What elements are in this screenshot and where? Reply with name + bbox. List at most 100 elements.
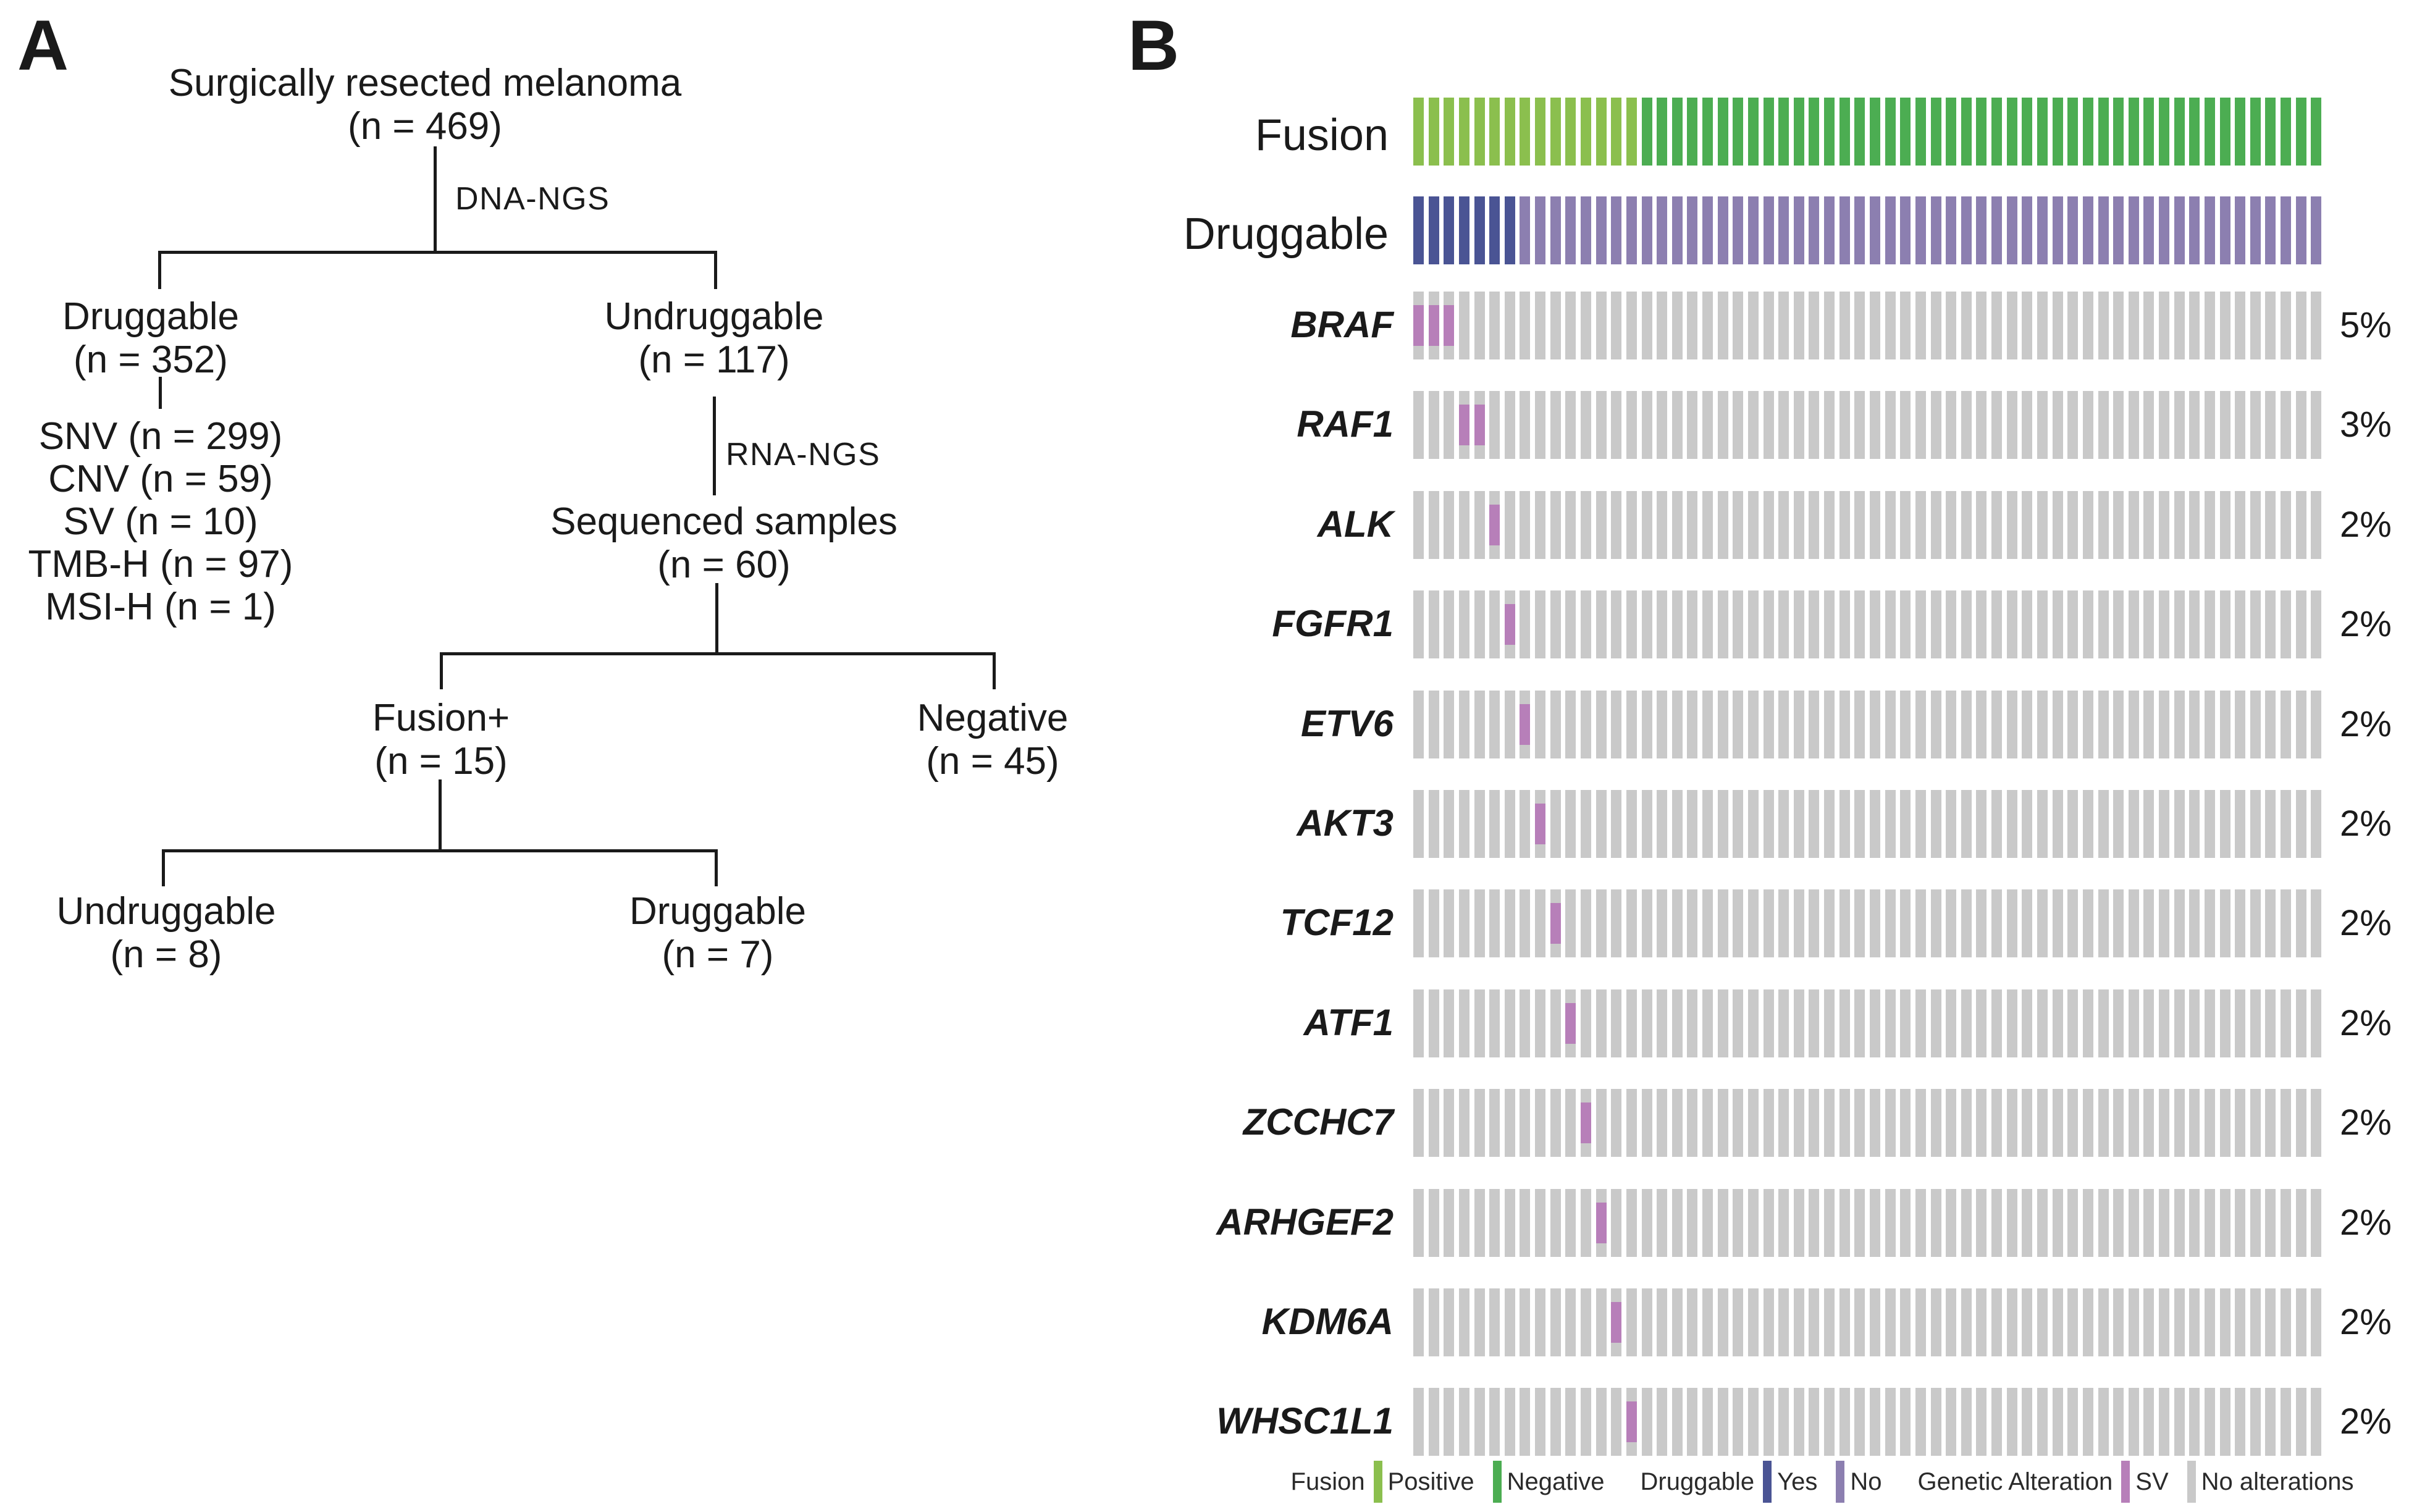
track-cell-no bbox=[1961, 196, 1972, 264]
oncoprint-cell-empty bbox=[2113, 690, 2124, 758]
track-row-druggable bbox=[1413, 196, 2326, 264]
oncoprint-cell-empty bbox=[1626, 690, 1637, 758]
oncoprint-cell-empty bbox=[2311, 292, 2322, 359]
oncoprint-cell-empty bbox=[1930, 590, 1941, 659]
track-cell-no bbox=[2295, 196, 2306, 264]
oncoprint-cell-empty bbox=[2082, 1388, 2093, 1456]
oncoprint-cell-empty bbox=[1747, 1288, 1759, 1356]
track-cell-no bbox=[1854, 196, 1865, 264]
oncoprint-cell-empty bbox=[2098, 889, 2109, 958]
oncoprint-cell-empty bbox=[1824, 889, 1835, 958]
oncoprint-cell-empty bbox=[2189, 690, 2200, 758]
oncoprint-cell-empty bbox=[1930, 1288, 1941, 1356]
oncoprint-cell-empty bbox=[1702, 989, 1713, 1057]
oncoprint-cell-empty bbox=[1763, 889, 1774, 958]
track-cell-no bbox=[1657, 196, 1668, 264]
oncoprint-cell-empty bbox=[2082, 889, 2093, 958]
oncoprint-cell-empty bbox=[2235, 391, 2246, 460]
oncoprint-cell-empty bbox=[1961, 590, 1972, 659]
oncoprint-cell-empty bbox=[2204, 989, 2215, 1057]
oncoprint-cell-empty bbox=[1444, 690, 1455, 758]
oncoprint-cell-empty bbox=[2219, 490, 2230, 559]
oncoprint-cell-empty bbox=[1702, 1089, 1713, 1157]
oncoprint-cell-empty bbox=[2311, 391, 2322, 460]
oncoprint-cell-empty bbox=[2219, 1388, 2230, 1456]
oncoprint-cell-empty bbox=[1641, 490, 1652, 559]
oncoprint-cell-empty bbox=[1458, 490, 1469, 559]
track-cell-negative bbox=[1900, 98, 1911, 166]
oncoprint-cell-empty bbox=[1976, 391, 1987, 460]
track-cell-negative bbox=[1885, 98, 1896, 166]
oncoprint-cell-empty bbox=[2098, 790, 2109, 858]
gene-label-TCF12: TCF12 bbox=[1280, 902, 1394, 944]
oncoprint-cell-empty bbox=[1626, 1089, 1637, 1157]
track-cell-no bbox=[1930, 196, 1941, 264]
oncoprint-cell-empty bbox=[1489, 690, 1500, 758]
oncoprint-cell-empty bbox=[1474, 989, 1485, 1057]
oncoprint-cell-empty bbox=[1535, 292, 1546, 359]
oncoprint-cell-empty bbox=[1763, 292, 1774, 359]
oncoprint-cell-empty bbox=[2250, 490, 2261, 559]
oncoprint-cell-empty bbox=[2022, 490, 2033, 559]
oncoprint-cell-empty bbox=[2311, 590, 2322, 659]
panel-b-letter: B bbox=[1128, 6, 1181, 85]
oncoprint-cell-empty bbox=[1474, 1388, 1485, 1456]
oncoprint-cell-empty bbox=[1793, 1188, 1804, 1257]
oncoprint-cell-empty bbox=[1702, 790, 1713, 858]
oncoprint-cell-empty bbox=[1702, 889, 1713, 958]
oncoprint-cell-empty bbox=[1991, 889, 2003, 958]
oncoprint-cell-empty bbox=[2143, 1388, 2155, 1456]
oncoprint-cell-empty bbox=[1504, 790, 1515, 858]
oncoprint-cell-empty bbox=[1747, 292, 1759, 359]
oncoprint-cell-empty bbox=[1946, 292, 1957, 359]
oncoprint-cell-empty bbox=[1747, 989, 1759, 1057]
oncoprint-cell-empty bbox=[2204, 590, 2215, 659]
oncoprint-cell-empty bbox=[1504, 1288, 1515, 1356]
oncoprint-cell-empty bbox=[2189, 1388, 2200, 1456]
oncoprint-cell-empty bbox=[1717, 490, 1728, 559]
oncoprint-cell-empty bbox=[1733, 790, 1744, 858]
sv-alteration-mark bbox=[1595, 1202, 1607, 1243]
oncoprint-cell-empty bbox=[2265, 1388, 2276, 1456]
oncoprint-cell-empty bbox=[1976, 292, 1987, 359]
oncoprint-cell-empty bbox=[1870, 690, 1880, 758]
oncoprint-cell-empty bbox=[2204, 790, 2215, 858]
oncoprint-cell-empty bbox=[1747, 391, 1759, 460]
oncoprint-cell-empty bbox=[1580, 790, 1591, 858]
oncoprint-cell-empty bbox=[1611, 1388, 1622, 1456]
oncoprint-cell-empty bbox=[1900, 292, 1911, 359]
oncoprint-cell-empty bbox=[1976, 1188, 1987, 1257]
oncoprint-cell-empty bbox=[1458, 1288, 1469, 1356]
oncoprint-cell-empty bbox=[1565, 1288, 1576, 1356]
track-cell-no bbox=[2143, 196, 2155, 264]
legend-item: No alterations bbox=[2187, 1461, 2353, 1503]
oncoprint-cell-empty bbox=[2022, 790, 2033, 858]
oncoprint-cell-empty bbox=[1520, 1089, 1531, 1157]
track-cell-no bbox=[1671, 196, 1683, 264]
oncoprint-cell-empty bbox=[1900, 989, 1911, 1057]
node-druggable-fusion: Druggable (n = 7) bbox=[629, 890, 806, 976]
track-cell-no bbox=[1611, 196, 1622, 264]
edge-label-rna-ngs: RNA-NGS bbox=[726, 437, 881, 472]
oncoprint-cell-empty bbox=[1809, 690, 1820, 758]
oncoprint-cell-empty bbox=[1520, 391, 1531, 460]
oncoprint-cell-empty bbox=[1458, 292, 1469, 359]
oncoprint-cell-empty bbox=[1641, 1089, 1652, 1157]
oncoprint-cell-empty bbox=[2235, 490, 2246, 559]
node-undruggable-dna-title: Undruggable bbox=[604, 295, 824, 338]
oncoprint-cell-empty bbox=[1428, 1288, 1439, 1356]
track-cell-negative bbox=[1854, 98, 1865, 166]
oncoprint-cell-empty bbox=[1413, 391, 1424, 460]
track-cell-negative bbox=[1733, 98, 1744, 166]
oncoprint-cell-empty bbox=[1946, 590, 1957, 659]
legend-item: Positive bbox=[1373, 1461, 1474, 1503]
oncoprint-cell-empty bbox=[1626, 790, 1637, 858]
oncoprint-cell-empty bbox=[1854, 391, 1865, 460]
oncoprint-cell-empty bbox=[1428, 1089, 1439, 1157]
track-cell-no bbox=[1747, 196, 1759, 264]
track-cell-no bbox=[2006, 196, 2017, 264]
oncoprint-cell-empty bbox=[1671, 590, 1683, 659]
oncoprint-cell-empty bbox=[1870, 292, 1880, 359]
oncoprint-cell-empty bbox=[2052, 292, 2063, 359]
